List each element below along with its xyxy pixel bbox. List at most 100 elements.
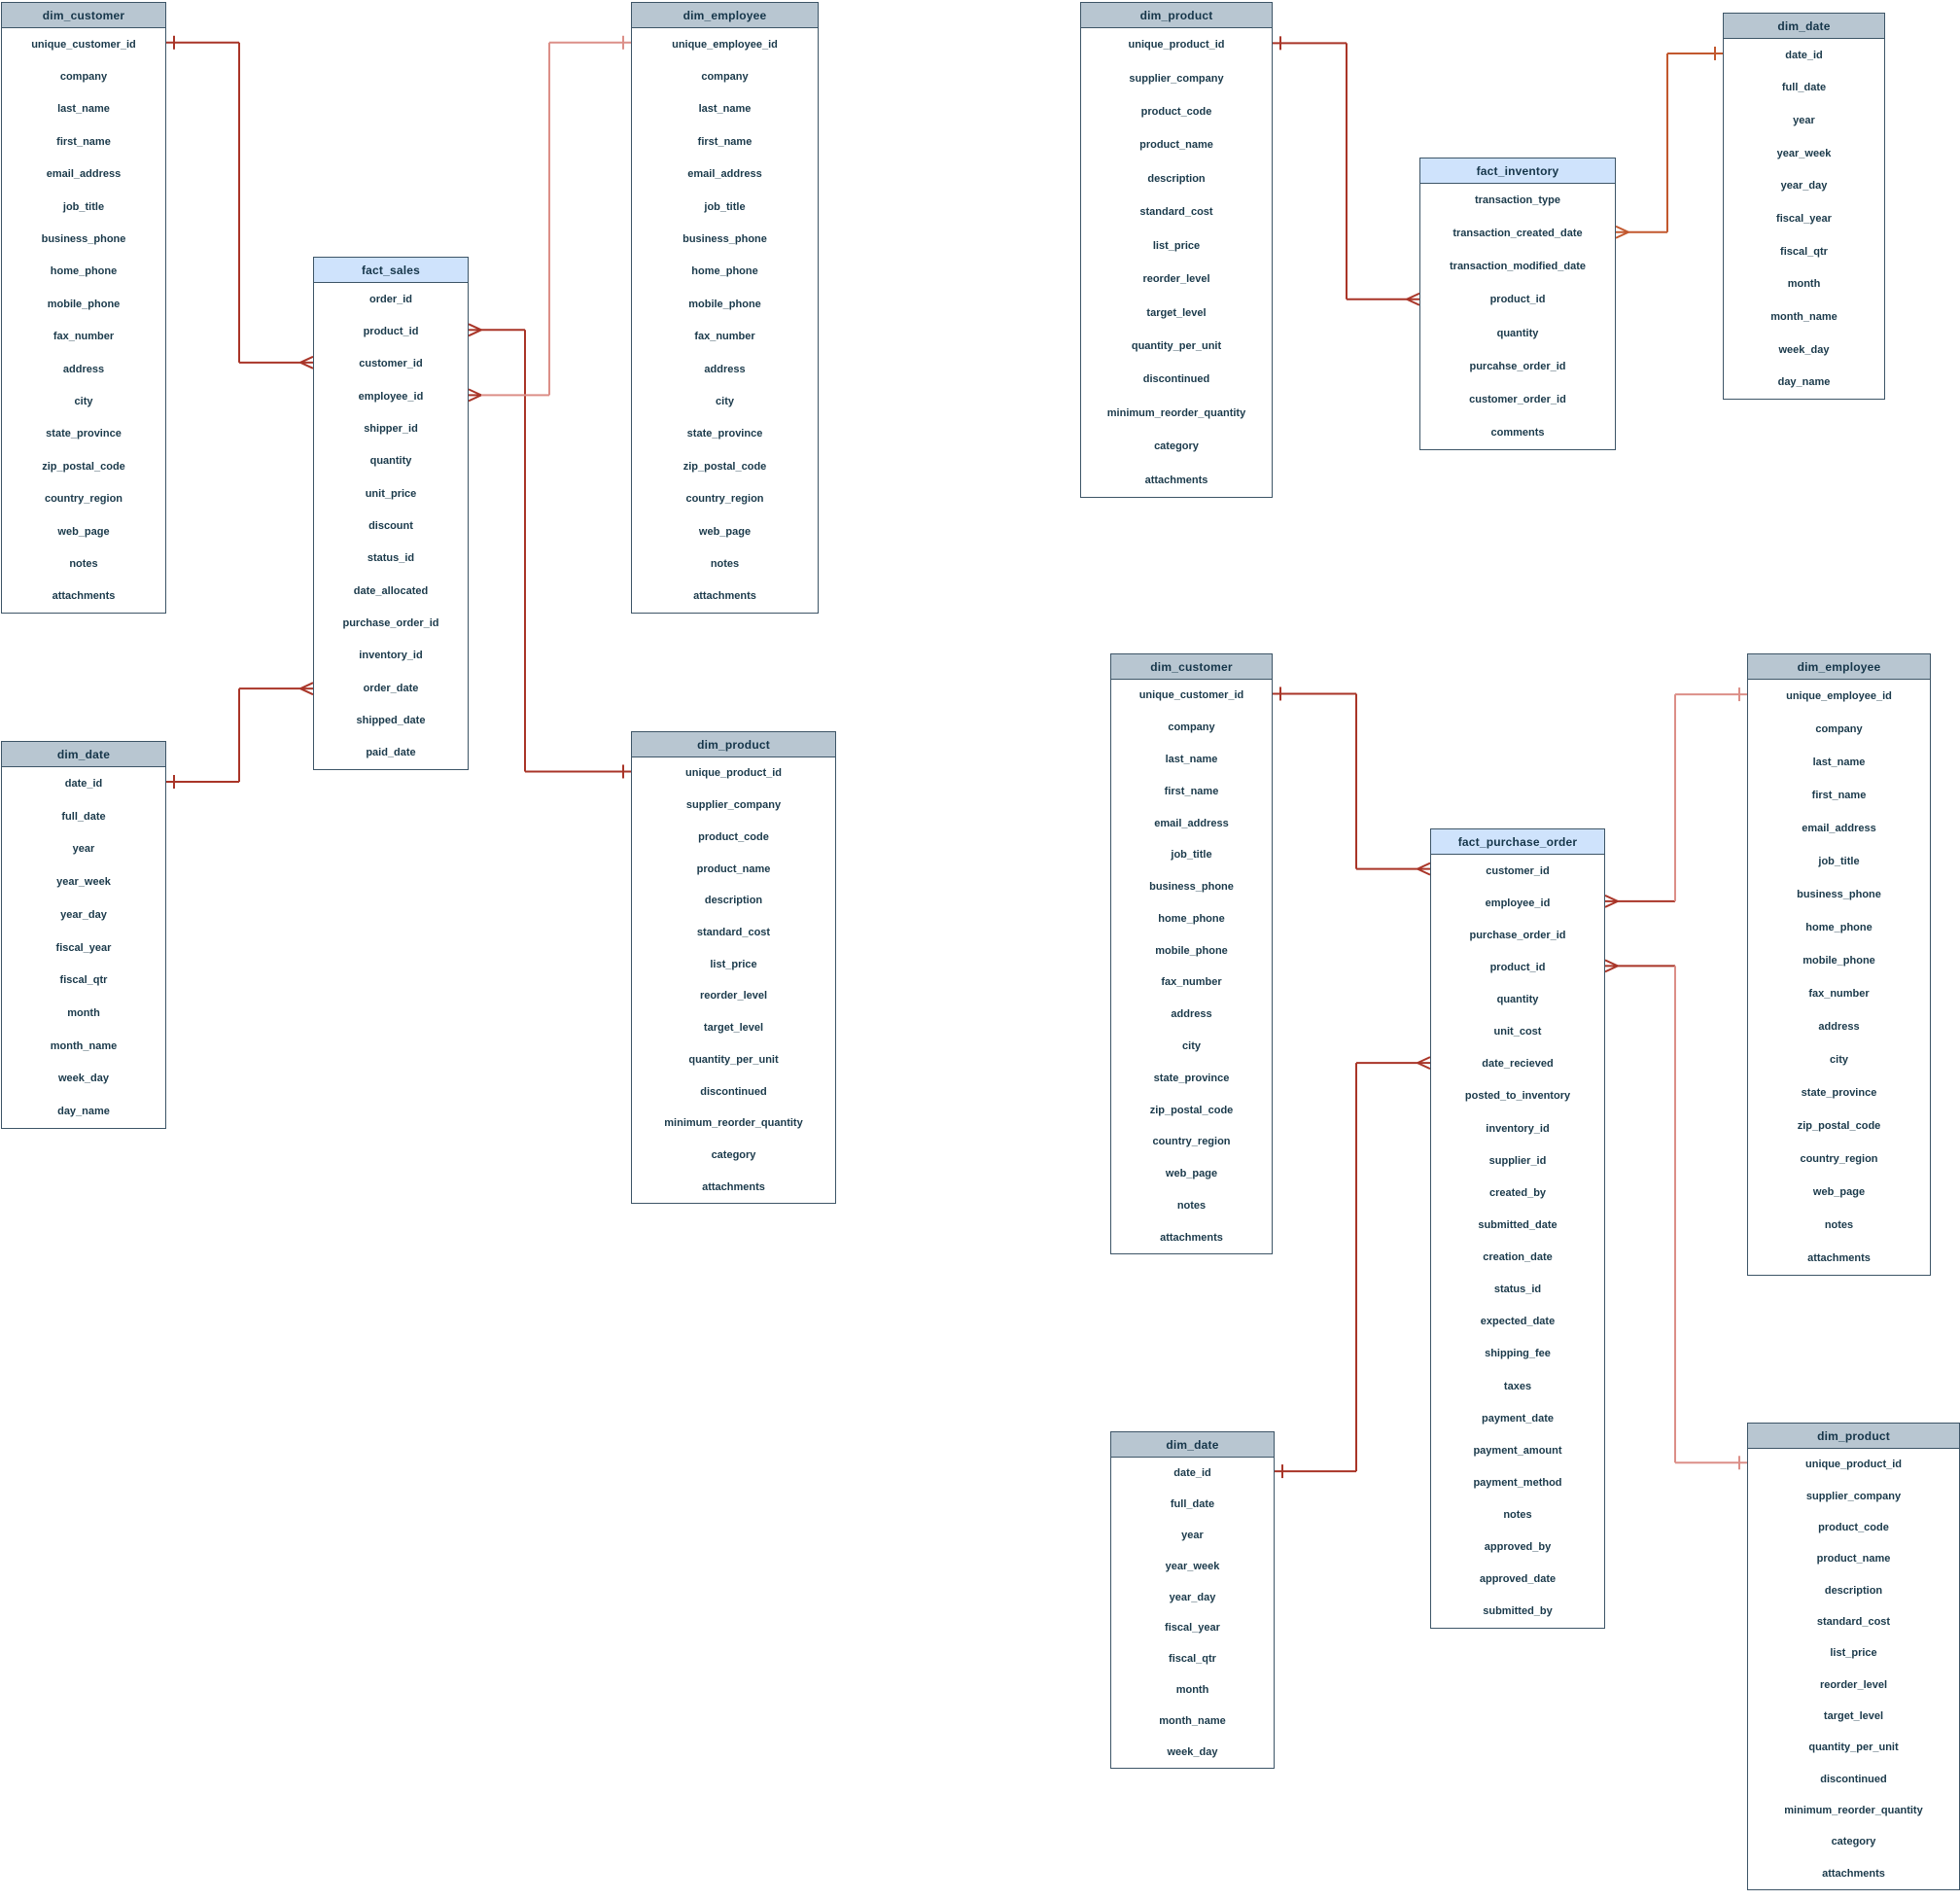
field-row: shipper_id	[364, 422, 418, 435]
table-header: fact_inventory	[1420, 158, 1615, 184]
field-row: category	[711, 1148, 756, 1161]
field-row: business_phone	[1797, 889, 1881, 900]
field-row: fax_number	[52, 331, 115, 343]
field-row: attachments	[693, 590, 756, 603]
field-row: discontinued	[700, 1085, 767, 1098]
field-row: discontinued	[1142, 373, 1210, 386]
field-row: discount	[368, 519, 413, 532]
field-row: status_id	[367, 552, 415, 565]
field-row: mobile_phone	[1155, 944, 1228, 957]
field-row: target_level	[1146, 306, 1207, 319]
relationship-edge	[1273, 36, 1420, 306]
field-row: notes	[1503, 1509, 1532, 1522]
field-row: quantity	[1496, 327, 1539, 339]
table-header: fact_purchase_order	[1431, 829, 1604, 855]
field-row: email_address	[687, 168, 762, 181]
field-row: description	[704, 895, 763, 907]
field-row: submitted_date	[1478, 1218, 1558, 1231]
field-row: year_week	[1165, 1560, 1220, 1572]
field-row: job_title	[1818, 856, 1860, 867]
table-header: dim_customer	[2, 3, 165, 28]
field-row: state_province	[1153, 1072, 1230, 1084]
field-row: unique_customer_id	[1138, 689, 1244, 702]
field-row: mobile_phone	[1802, 955, 1875, 967]
relationship-edge	[468, 35, 631, 403]
field-row: discontinued	[1820, 1773, 1887, 1785]
field-row: purcahse_order_id	[1469, 360, 1566, 372]
relationship-edge	[1604, 687, 1747, 908]
field-row: transaction_created_date	[1452, 228, 1583, 240]
field-row: year_day	[60, 908, 107, 921]
field-row: fiscal_qtr	[1169, 1653, 1216, 1666]
field-row: payment_date	[1482, 1412, 1554, 1425]
field-row: target_level	[1823, 1710, 1884, 1723]
field-row: address	[1171, 1008, 1212, 1021]
field-row: year	[1793, 115, 1815, 127]
field-row: mobile_phone	[688, 298, 761, 310]
field-row: attachments	[52, 590, 116, 603]
table-fact_inventory[interactable]: fact_inventory transaction_type transactio…	[1419, 158, 1616, 450]
field-row: last_name	[1165, 753, 1218, 765]
field-row: list_price	[1152, 239, 1201, 252]
field-row: day_name	[1777, 376, 1831, 389]
field-row: date_allocated	[353, 584, 429, 597]
field-row: posted_to_inventory	[1464, 1090, 1571, 1103]
field-row: product_code	[1818, 1521, 1889, 1533]
field-row: paid_date	[366, 747, 416, 759]
field-row: unit_cost	[1493, 1026, 1542, 1038]
field-row: shipped_date	[356, 714, 426, 726]
field-row: company	[1168, 721, 1215, 734]
field-row: month	[67, 1007, 100, 1019]
field-row: transaction_type	[1474, 194, 1561, 207]
field-row: supplier_id	[1488, 1154, 1547, 1167]
field-row: city	[1182, 1039, 1201, 1052]
field-row: first_name	[1164, 785, 1219, 797]
field-row: quantity	[1496, 994, 1539, 1006]
field-row: product_id	[363, 325, 419, 337]
field-row: date_id	[1785, 49, 1823, 61]
field-row: company	[59, 71, 108, 84]
field-row: purchase_order_id	[1469, 929, 1566, 941]
field-row: quantity_per_unit	[1131, 340, 1222, 352]
field-row: unique_product_id	[1805, 1459, 1902, 1471]
field-row: purchase_order_id	[342, 616, 439, 629]
field-row: inventory_id	[1486, 1122, 1550, 1135]
field-row: customer_order_id	[1469, 393, 1566, 405]
table-header: dim_employee	[1748, 654, 1930, 680]
field-row: attachments	[1822, 1867, 1885, 1880]
field-row: supplier_company	[1129, 72, 1224, 85]
field-row: home_phone	[1805, 922, 1872, 933]
field-row: company	[1815, 723, 1863, 735]
field-row: web_page	[1812, 1186, 1866, 1198]
field-row: address	[62, 363, 105, 375]
field-row: fiscal_year	[55, 941, 112, 954]
field-row: product_name	[696, 862, 771, 875]
field-row: mobile_phone	[47, 298, 121, 310]
field-row: week_day	[1167, 1746, 1218, 1759]
field-row: attachments	[1144, 474, 1208, 486]
field-row: month_name	[50, 1039, 118, 1052]
field-row: transaction_modified_date	[1450, 261, 1586, 273]
field-row: fiscal_year	[1776, 213, 1832, 226]
field-row: zip_postal_code	[682, 460, 767, 473]
field-row: business_phone	[682, 233, 767, 246]
field-row: state_province	[686, 428, 763, 440]
